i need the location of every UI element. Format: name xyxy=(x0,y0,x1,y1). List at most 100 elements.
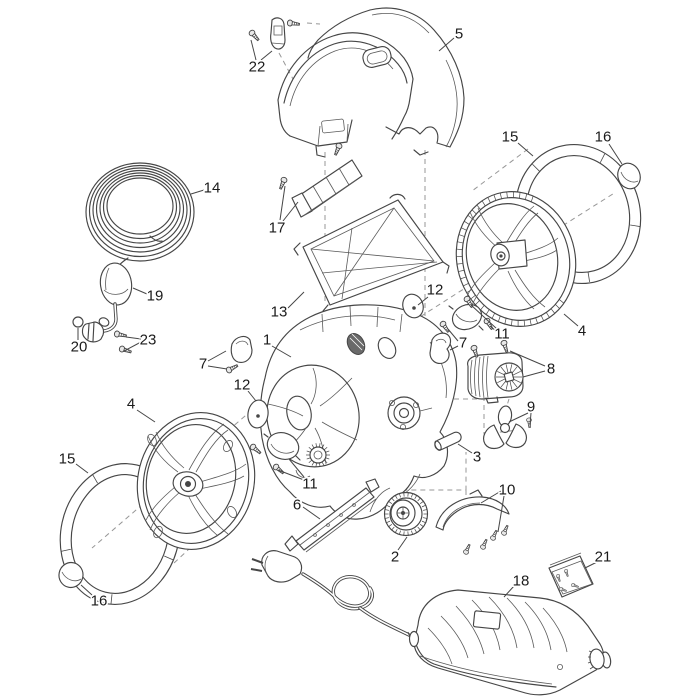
tick-mark xyxy=(321,461,325,466)
tick-mark xyxy=(384,517,389,519)
leader-line-10 xyxy=(497,495,505,533)
tick-mark xyxy=(532,163,540,172)
tick-mark xyxy=(306,450,311,453)
tick-mark xyxy=(491,312,495,319)
part-label-11: 11 xyxy=(494,326,510,343)
tick-mark xyxy=(325,457,330,460)
tick-mark xyxy=(499,192,502,199)
part-7-latch-left xyxy=(224,335,253,375)
tick-mark xyxy=(555,304,560,309)
tick-mark xyxy=(505,381,509,390)
tick-mark xyxy=(530,196,534,202)
leader-line-22 xyxy=(260,50,273,61)
tick-mark xyxy=(559,299,565,304)
tick-mark xyxy=(485,309,490,315)
leader-line-15 xyxy=(75,463,89,474)
part-12-disc-top xyxy=(402,293,424,319)
part-label-15: 15 xyxy=(59,451,76,468)
tick-mark xyxy=(500,380,507,388)
part-label-6: 6 xyxy=(293,497,301,514)
part-label-23: 23 xyxy=(140,332,157,349)
leader-line-4 xyxy=(563,313,579,327)
leader-line-17 xyxy=(282,201,299,222)
leader-line-4 xyxy=(136,409,156,423)
tick-mark xyxy=(315,462,317,467)
leader-line-12 xyxy=(247,390,257,402)
part-18-power-supply xyxy=(408,589,612,696)
part-label-11: 11 xyxy=(302,476,318,493)
tick-mark xyxy=(306,457,311,460)
leader-line-11 xyxy=(277,469,305,481)
tick-mark xyxy=(385,520,391,524)
leader-line-10 xyxy=(480,490,502,504)
tick-mark xyxy=(509,364,513,373)
tick-mark xyxy=(421,520,427,524)
part-14-cable-coil xyxy=(85,162,195,272)
tick-mark xyxy=(456,256,463,257)
part-label-22: 22 xyxy=(249,59,266,76)
tick-mark xyxy=(500,366,507,374)
part-12-disc-left xyxy=(247,399,269,429)
tick-mark xyxy=(419,500,425,504)
tick-mark xyxy=(457,241,464,244)
leader-line-11 xyxy=(470,304,498,330)
leader-line-19 xyxy=(132,287,148,295)
part-label-16: 16 xyxy=(595,129,612,146)
part-11-cover-right xyxy=(448,294,496,332)
tick-mark xyxy=(458,269,465,272)
tick-mark xyxy=(308,447,313,451)
leader-line-11 xyxy=(288,458,305,478)
tick-mark xyxy=(387,524,393,528)
tick-mark xyxy=(506,191,508,198)
part-label-4: 4 xyxy=(127,396,135,413)
tick-mark xyxy=(550,308,556,314)
leader-line-7 xyxy=(447,328,459,342)
tick-mark xyxy=(523,320,526,327)
tick-mark xyxy=(323,447,328,451)
part-17-flap xyxy=(277,142,363,218)
leader-line-17 xyxy=(279,185,286,221)
tick-mark xyxy=(460,276,467,280)
part-5-top-cover xyxy=(277,7,465,158)
part-label-20: 20 xyxy=(71,339,88,356)
tick-mark xyxy=(504,318,507,325)
tick-mark xyxy=(414,494,418,500)
leader-line-7 xyxy=(449,345,459,351)
tick-mark xyxy=(398,492,401,498)
leader-line-8 xyxy=(509,350,546,367)
part-label-17: 17 xyxy=(269,220,286,237)
tick-mark xyxy=(511,380,518,388)
part-23-screws xyxy=(113,330,133,356)
part-21-hardware-bag xyxy=(548,552,594,598)
part-label-7: 7 xyxy=(459,335,467,352)
leader-line-16 xyxy=(608,143,623,165)
tick-mark xyxy=(481,200,486,207)
tick-mark xyxy=(456,263,463,265)
part-label-19: 19 xyxy=(147,288,164,305)
leader-line-23 xyxy=(123,341,142,352)
leader-line-6 xyxy=(302,506,321,520)
part-label-1: 1 xyxy=(263,332,271,349)
leader-line-7 xyxy=(207,365,228,370)
tick-mark xyxy=(470,294,476,300)
leader-line-7 xyxy=(207,350,227,362)
part-label-9: 9 xyxy=(527,399,535,416)
part-3-pin xyxy=(434,431,462,451)
tick-mark xyxy=(517,320,519,327)
tick-mark xyxy=(384,509,389,511)
tick-mark xyxy=(487,197,491,203)
part-label-13: 13 xyxy=(271,304,288,321)
leader-line-22 xyxy=(250,39,257,61)
leader-line-11 xyxy=(489,325,497,332)
leader-line-8 xyxy=(522,370,546,378)
tick-mark xyxy=(519,192,521,199)
part-label-21: 21 xyxy=(595,549,612,566)
part-16-hubcap-left xyxy=(58,561,84,589)
tick-mark xyxy=(497,378,506,383)
tick-mark xyxy=(458,234,465,237)
leader-line-18 xyxy=(503,585,515,598)
part-20-cap xyxy=(72,316,84,328)
tick-mark xyxy=(535,317,538,324)
